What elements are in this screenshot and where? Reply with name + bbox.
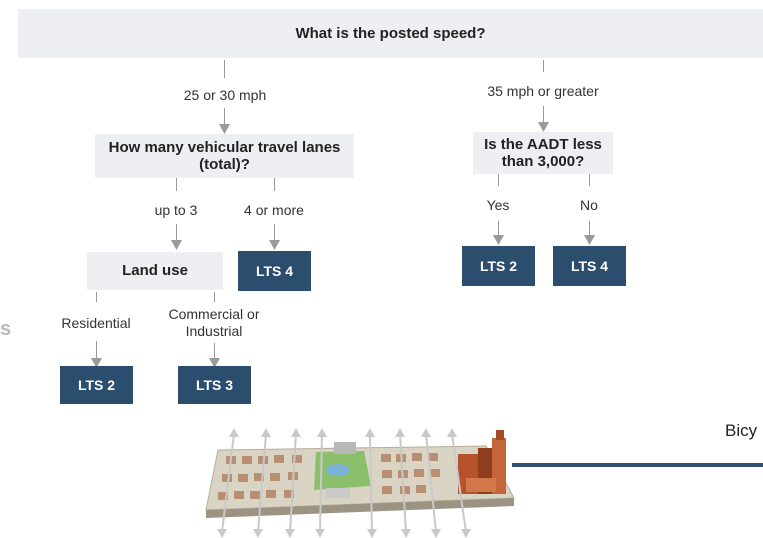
lts-3-result-commercial: LTS 3 bbox=[178, 366, 251, 404]
lts-4-result-left-text: LTS 4 bbox=[255, 262, 294, 279]
aadt-question: Is the AADT less than 3,000? bbox=[473, 132, 613, 174]
city-grid-illustration bbox=[205, 428, 515, 538]
connector bbox=[224, 108, 225, 122]
connector bbox=[589, 174, 590, 186]
edge-label-residential: Residential bbox=[61, 315, 131, 331]
connector bbox=[176, 178, 177, 191]
edge-label-commercial: Commercial or Industrial bbox=[144, 306, 284, 340]
posted-speed-question: What is the posted speed? bbox=[18, 9, 763, 58]
connector bbox=[543, 106, 544, 119]
travel-lanes-question: How many vehicular travel lanes (total)? bbox=[95, 134, 354, 178]
lts-3-result-commercial-text: LTS 3 bbox=[195, 376, 234, 393]
connector bbox=[543, 60, 544, 72]
land-use-node: Land use bbox=[87, 252, 223, 290]
connector bbox=[214, 343, 215, 356]
partial-edge-text-right: Bicy bbox=[725, 421, 758, 440]
land-use-node-text: Land use bbox=[122, 262, 188, 280]
aadt-question-text: Is the AADT less than 3,000? bbox=[484, 135, 602, 170]
arrow-down-icon bbox=[171, 236, 182, 250]
arrow-down-icon bbox=[219, 120, 230, 134]
travel-lanes-question-text: How many vehicular travel lanes (total)? bbox=[108, 138, 341, 173]
edge-label-yes: Yes bbox=[486, 197, 510, 213]
connector bbox=[214, 292, 215, 302]
posted-speed-question-text: What is the posted speed? bbox=[295, 24, 486, 42]
lts-2-result-residential: LTS 2 bbox=[60, 366, 133, 404]
connector bbox=[176, 224, 177, 238]
connector bbox=[224, 60, 225, 78]
lts-4-result-left: LTS 4 bbox=[238, 251, 311, 291]
partial-edge-text-left: s bbox=[0, 318, 12, 340]
edge-label-4-or-more: 4 or more bbox=[244, 202, 304, 218]
arrow-down-icon bbox=[269, 236, 280, 250]
connector bbox=[589, 221, 590, 233]
lts-2-result-yes-text: LTS 2 bbox=[479, 257, 518, 274]
connector bbox=[498, 174, 499, 186]
lts-2-result-yes: LTS 2 bbox=[462, 246, 535, 286]
lts-4-result-no-text: LTS 4 bbox=[570, 257, 609, 274]
connector bbox=[274, 178, 275, 191]
arrow-down-icon bbox=[493, 231, 504, 245]
connector bbox=[274, 224, 275, 238]
edge-label-up-to-3: up to 3 bbox=[154, 202, 198, 218]
connector bbox=[96, 292, 97, 302]
road-line bbox=[512, 463, 763, 467]
arrow-down-icon bbox=[91, 354, 102, 368]
edge-label-commercial-text: Commercial or Industrial bbox=[168, 306, 260, 339]
edge-label-35-mph: 35 mph or greater bbox=[487, 83, 599, 99]
connector bbox=[498, 221, 499, 233]
arrow-down-icon bbox=[584, 231, 595, 245]
lts-4-result-no: LTS 4 bbox=[553, 246, 626, 286]
arrow-down-icon bbox=[209, 354, 220, 368]
connector bbox=[96, 341, 97, 356]
edge-label-no: No bbox=[580, 197, 598, 213]
lts-2-result-residential-text: LTS 2 bbox=[77, 376, 116, 393]
edge-label-25-30: 25 or 30 mph bbox=[183, 87, 267, 103]
arrow-down-icon bbox=[538, 118, 549, 132]
